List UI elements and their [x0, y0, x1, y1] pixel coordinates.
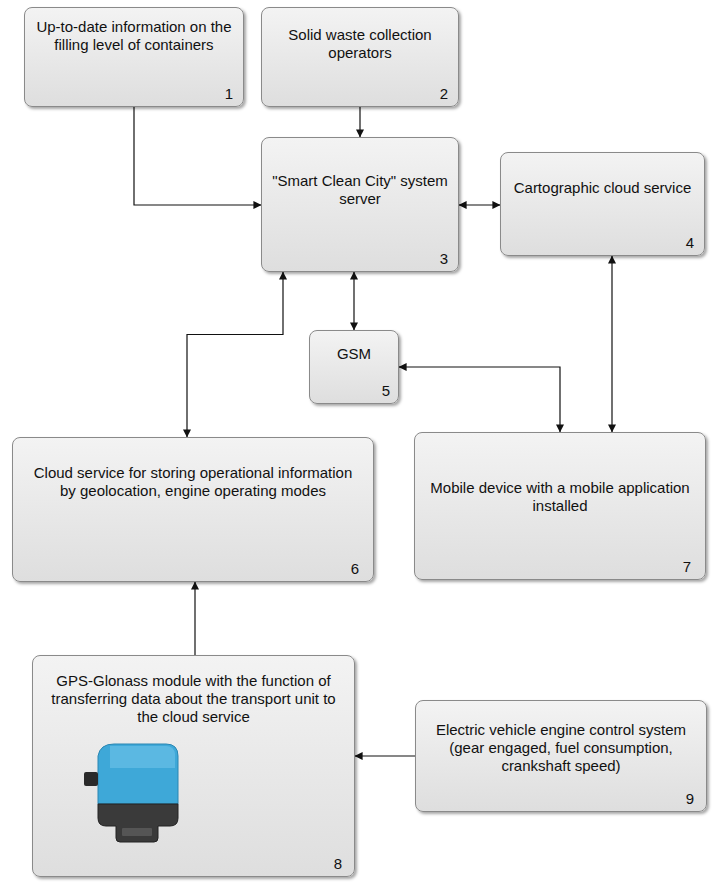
dongle-body — [98, 744, 178, 804]
box-label: Up-to-date information on the filling le… — [35, 18, 233, 54]
process-box: Solid waste collection operators 2 — [261, 7, 459, 107]
box-label: Solid waste collection operators — [272, 26, 448, 62]
process-box: GSM 5 — [309, 330, 399, 404]
dongle-port — [84, 772, 98, 786]
process-box: Up-to-date information on the filling le… — [24, 7, 244, 107]
callout-number: 2 — [440, 81, 448, 102]
connector-arrow — [187, 272, 283, 437]
callout-number: 6 — [351, 556, 359, 577]
connector-arrow — [399, 367, 560, 432]
process-box: Cloud service for storing operational in… — [12, 437, 374, 582]
box-label: GSM — [318, 345, 390, 363]
callout-number: 3 — [440, 246, 448, 267]
box-label: GPS-Glonass module with the function of … — [45, 672, 342, 726]
process-box: Mobile device with a mobile application … — [414, 432, 706, 580]
box-label: Mobile device with a mobile application … — [429, 479, 691, 515]
connector-arrow — [134, 107, 261, 205]
callout-number: 1 — [225, 81, 233, 102]
box-label: Cloud service for storing operational in… — [27, 464, 359, 500]
dongle-pins — [122, 828, 152, 836]
box-label: Cartographic cloud service — [511, 179, 694, 197]
obd-dongle-illustration — [80, 738, 190, 848]
process-box: "Smart Clean City" system server 3 — [261, 137, 459, 272]
process-box: Electric vehicle engine control system (… — [415, 700, 707, 812]
connector-arrow — [355, 755, 415, 756]
process-box: Cartographic cloud service 4 — [500, 152, 705, 256]
box-label: "Smart Clean City" system server — [272, 172, 448, 208]
callout-number: 4 — [686, 230, 694, 251]
process-box: GPS-Glonass module with the function of … — [32, 655, 355, 877]
connector-arrow — [194, 582, 195, 655]
dongle-highlight — [110, 746, 175, 768]
box-label: Electric vehicle engine control system (… — [428, 721, 694, 775]
dongle-connector — [98, 804, 178, 842]
callout-number: 9 — [686, 786, 694, 807]
callout-number: 8 — [334, 851, 342, 872]
callout-number: 5 — [382, 378, 390, 399]
callout-number: 7 — [683, 554, 691, 575]
connector-arrow — [359, 107, 360, 137]
connector-arrow — [353, 272, 354, 330]
connector-arrow — [611, 256, 612, 432]
connector-arrow — [459, 204, 500, 205]
